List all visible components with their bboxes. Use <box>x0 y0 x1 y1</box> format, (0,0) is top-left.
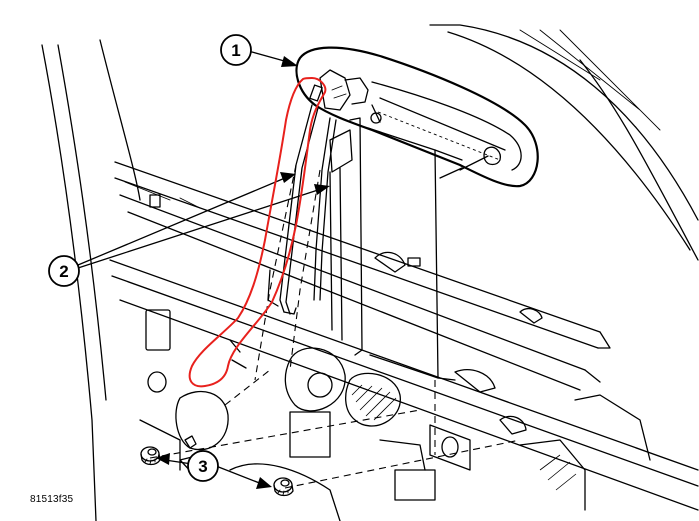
figure-code: 81513f35 <box>30 494 74 505</box>
nut-right <box>273 477 294 497</box>
callout-2-label: 2 <box>59 262 68 281</box>
door-frame <box>41 24 699 521</box>
arrowhead-3b <box>256 477 272 489</box>
nut-left <box>140 446 161 466</box>
alignment-lines <box>149 369 521 489</box>
arrowhead-2a <box>280 172 296 183</box>
callout-3-label: 3 <box>198 457 207 476</box>
arrowhead-3a <box>156 453 170 465</box>
red-highlight-outline <box>188 77 327 388</box>
connecting-rods <box>254 104 337 381</box>
callout-1-label: 1 <box>231 41 240 60</box>
outside-door-handle <box>295 46 539 188</box>
door-rails <box>109 161 699 511</box>
handle-bracket <box>329 117 463 381</box>
callout-1: 1 <box>220 34 252 66</box>
arrowhead-1 <box>281 56 298 67</box>
callout-2: 2 <box>48 255 80 287</box>
arrowhead-2b <box>314 184 330 195</box>
callout-3: 3 <box>187 450 219 482</box>
leader-lines <box>77 51 330 489</box>
inner-panel-features <box>139 309 651 521</box>
